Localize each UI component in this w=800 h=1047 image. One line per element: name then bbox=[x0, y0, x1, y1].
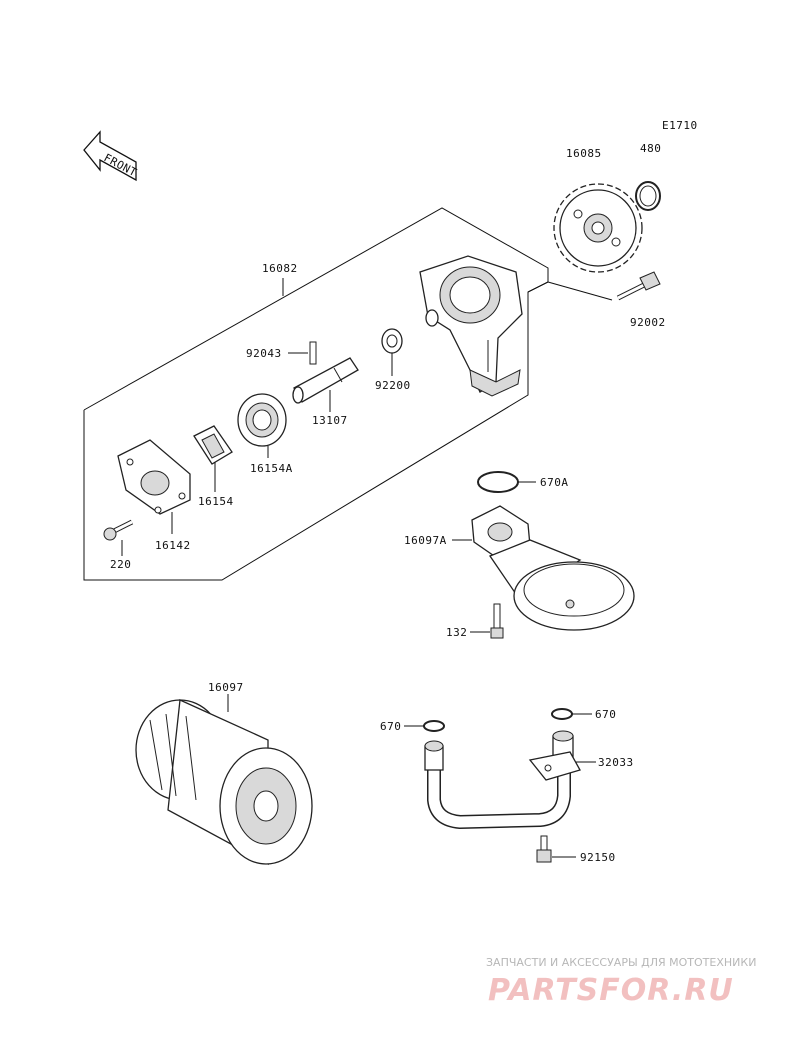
watermark-tagline: ЗАПЧАСТИ И АКСЕССУАРЫ ДЛЯ МОТОТЕХНИКИ bbox=[486, 956, 756, 969]
front-arrow-icon: FRONT bbox=[83, 130, 139, 182]
label-92200: 92200 bbox=[375, 379, 411, 392]
label-32033: 32033 bbox=[598, 756, 634, 769]
bolt-132 bbox=[490, 603, 504, 639]
oring-670-left bbox=[423, 720, 445, 732]
pin-92043 bbox=[309, 341, 317, 365]
label-92150: 92150 bbox=[580, 851, 616, 864]
label-220: 220 bbox=[110, 558, 131, 571]
label-16097: 16097 bbox=[208, 681, 244, 694]
label-670-left: 670 bbox=[380, 720, 401, 733]
label-16097A: 16097A bbox=[404, 534, 447, 547]
label-670-right: 670 bbox=[595, 708, 616, 721]
diagram-code: E1710 bbox=[662, 119, 698, 132]
washer-92200 bbox=[381, 328, 403, 354]
rotor-16154A bbox=[237, 393, 287, 447]
bolt-92002 bbox=[616, 271, 661, 301]
watermark-logo: PARTSFOR.RU bbox=[488, 973, 734, 1008]
rotor-16154 bbox=[193, 425, 233, 465]
cover-16142 bbox=[117, 439, 191, 515]
snap-ring-480 bbox=[635, 181, 661, 211]
strainer-16097A bbox=[471, 505, 635, 631]
label-480: 480 bbox=[640, 142, 661, 155]
label-13107: 13107 bbox=[312, 414, 348, 427]
label-16154: 16154 bbox=[198, 495, 234, 508]
bolt-92150 bbox=[536, 835, 552, 863]
shaft-13107 bbox=[292, 357, 359, 404]
label-16142: 16142 bbox=[155, 539, 191, 552]
label-132: 132 bbox=[446, 626, 467, 639]
pump-housing bbox=[419, 255, 523, 397]
oil-filter-16097 bbox=[135, 699, 313, 866]
label-92002: 92002 bbox=[630, 316, 666, 329]
label-16082: 16082 bbox=[262, 262, 298, 275]
label-16085: 16085 bbox=[566, 147, 602, 160]
screw-220 bbox=[103, 519, 134, 541]
label-670A: 670A bbox=[540, 476, 569, 489]
oring-670-right bbox=[551, 708, 573, 720]
label-92043: 92043 bbox=[246, 347, 282, 360]
oring-670A bbox=[477, 471, 519, 493]
oil-pipe-32033 bbox=[424, 730, 581, 830]
gear-16085 bbox=[553, 183, 643, 273]
label-16154A: 16154A bbox=[250, 462, 293, 475]
